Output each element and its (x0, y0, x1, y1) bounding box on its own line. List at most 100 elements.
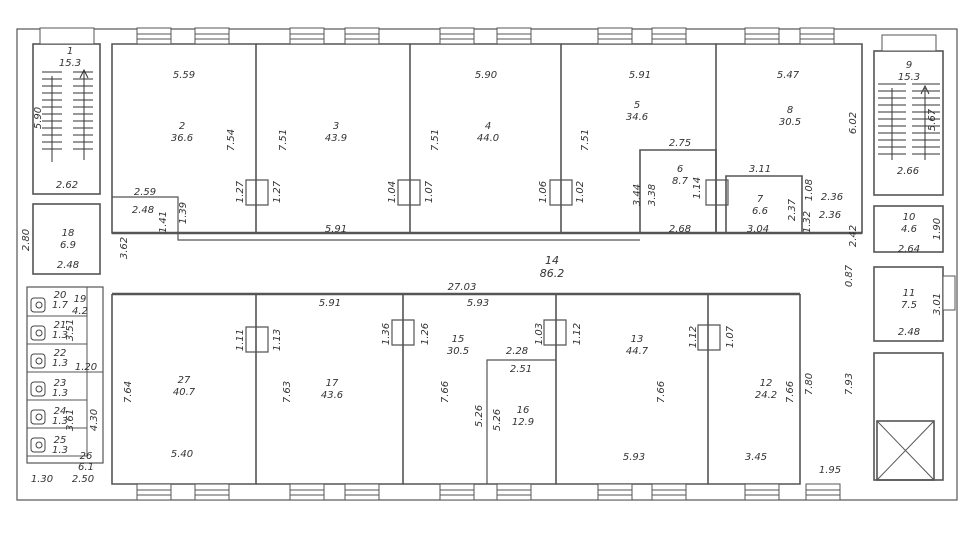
wall-elevator-shaft-room (873, 352, 944, 481)
window-line (290, 33, 324, 40)
window (799, 27, 835, 45)
room-labels: 115.3 236.6 343.9 444.0 534.6 68.7 76.6 … (52, 46, 920, 473)
window (344, 483, 380, 501)
svg-text:5: 5 (634, 100, 640, 111)
svg-text:1: 1 (67, 46, 73, 57)
elevator-shaft (876, 420, 935, 481)
svg-text:1.7: 1.7 (52, 300, 69, 311)
dim-label: 2.66 (897, 166, 919, 177)
toilet-bowl (30, 381, 46, 397)
walls (16, 28, 958, 501)
window-line (598, 489, 632, 496)
wall-room-12 (708, 294, 801, 485)
dim-label: 7.66 (440, 381, 451, 403)
dim-label: 7.66 (785, 381, 796, 403)
window-line (195, 489, 229, 496)
dim-label: 7.64 (123, 381, 134, 403)
dim-label: 6.02 (848, 112, 859, 134)
svg-text:1.3: 1.3 (52, 388, 68, 399)
window (744, 483, 780, 501)
window (439, 27, 475, 45)
svg-text:4.2: 4.2 (72, 306, 88, 317)
svg-text:9: 9 (906, 60, 912, 71)
window (289, 483, 325, 501)
dim-label: 5.40 (171, 449, 193, 460)
room-18: 186.9 (60, 228, 76, 251)
svg-text:44.0: 44.0 (477, 133, 499, 144)
dim-label: 1.32 (802, 211, 813, 233)
dim-label: 7.93 (844, 373, 855, 395)
svg-text:1.3: 1.3 (52, 416, 68, 427)
dim-label: 7.51 (430, 129, 441, 151)
toilet-bowl (30, 353, 46, 369)
dim-label: 7.51 (278, 129, 289, 151)
dim-label: 7.54 (226, 129, 237, 151)
window-line (652, 489, 686, 496)
dim-label: 3.38 (647, 184, 658, 206)
svg-text:4: 4 (485, 121, 491, 132)
wall-room-17 (256, 294, 404, 485)
toilet-partitions (27, 315, 103, 457)
building-outline (16, 28, 958, 501)
dim-label: 2.59 (134, 187, 156, 198)
dim-label: 3.44 (632, 184, 643, 206)
svg-text:1.3: 1.3 (52, 445, 68, 456)
window-line (137, 33, 171, 40)
svg-text:1.3: 1.3 (52, 330, 68, 341)
dim-label: 7.51 (580, 129, 591, 151)
dim-label: 2.42 (848, 225, 859, 247)
svg-text:43.9: 43.9 (325, 133, 347, 144)
toilet-bowl (30, 409, 46, 425)
elevator-cross (876, 420, 935, 481)
room-6: 68.7 (672, 164, 689, 187)
svg-text:15.3: 15.3 (898, 72, 920, 83)
toilet-fixtures (30, 297, 46, 453)
wall-room-6 (639, 149, 717, 234)
dimension-labels: 5.59 5.90 5.91 5.47 5.90 7.54 7.51 7.51 … (21, 70, 943, 485)
svg-text:20: 20 (54, 290, 67, 301)
dim-label: 2.48 (132, 205, 154, 216)
window (942, 275, 956, 311)
svg-text:10: 10 (903, 212, 916, 223)
window (496, 27, 532, 45)
toilet-seat (35, 441, 43, 449)
dim-label: 1.13 (272, 329, 283, 351)
svg-text:22: 22 (54, 348, 67, 359)
stair-arrow (891, 84, 930, 160)
window-line (345, 33, 379, 40)
window-line (345, 489, 379, 496)
windows (39, 27, 956, 501)
window (344, 27, 380, 45)
dim-label: 5.26 (474, 405, 485, 427)
svg-text:21: 21 (54, 320, 67, 331)
toilet-seat (35, 301, 43, 309)
dim-label: 5.91 (319, 298, 341, 309)
dim-label: 3.51 (65, 319, 76, 341)
svg-text:30.5: 30.5 (447, 346, 469, 357)
dim-label: 5.93 (467, 298, 489, 309)
wall-room-15 (403, 294, 557, 485)
dim-label: 2.68 (669, 224, 691, 235)
doors-bottom (245, 319, 721, 353)
dim-label: 2.36 (819, 210, 841, 221)
svg-text:40.7: 40.7 (173, 387, 196, 398)
svg-text:8: 8 (787, 105, 793, 116)
dim-label: 2.50 (72, 474, 94, 485)
svg-text:3: 3 (333, 121, 339, 132)
wall-room-27 (111, 294, 257, 485)
svg-text:4.6: 4.6 (901, 224, 917, 235)
room-3: 343.9 (325, 121, 347, 144)
window (194, 483, 230, 501)
svg-text:12.9: 12.9 (512, 417, 534, 428)
room-7: 76.6 (752, 194, 768, 217)
room-24: 241.3 (52, 406, 68, 427)
svg-text:6: 6 (677, 164, 683, 175)
svg-text:86.2: 86.2 (540, 267, 565, 280)
dim-label: 5.90 (33, 107, 44, 129)
svg-text:36.6: 36.6 (171, 133, 193, 144)
toilet-seat (35, 357, 43, 365)
dim-label: 5.26 (492, 409, 503, 431)
dim-label: 2.28 (506, 346, 528, 357)
